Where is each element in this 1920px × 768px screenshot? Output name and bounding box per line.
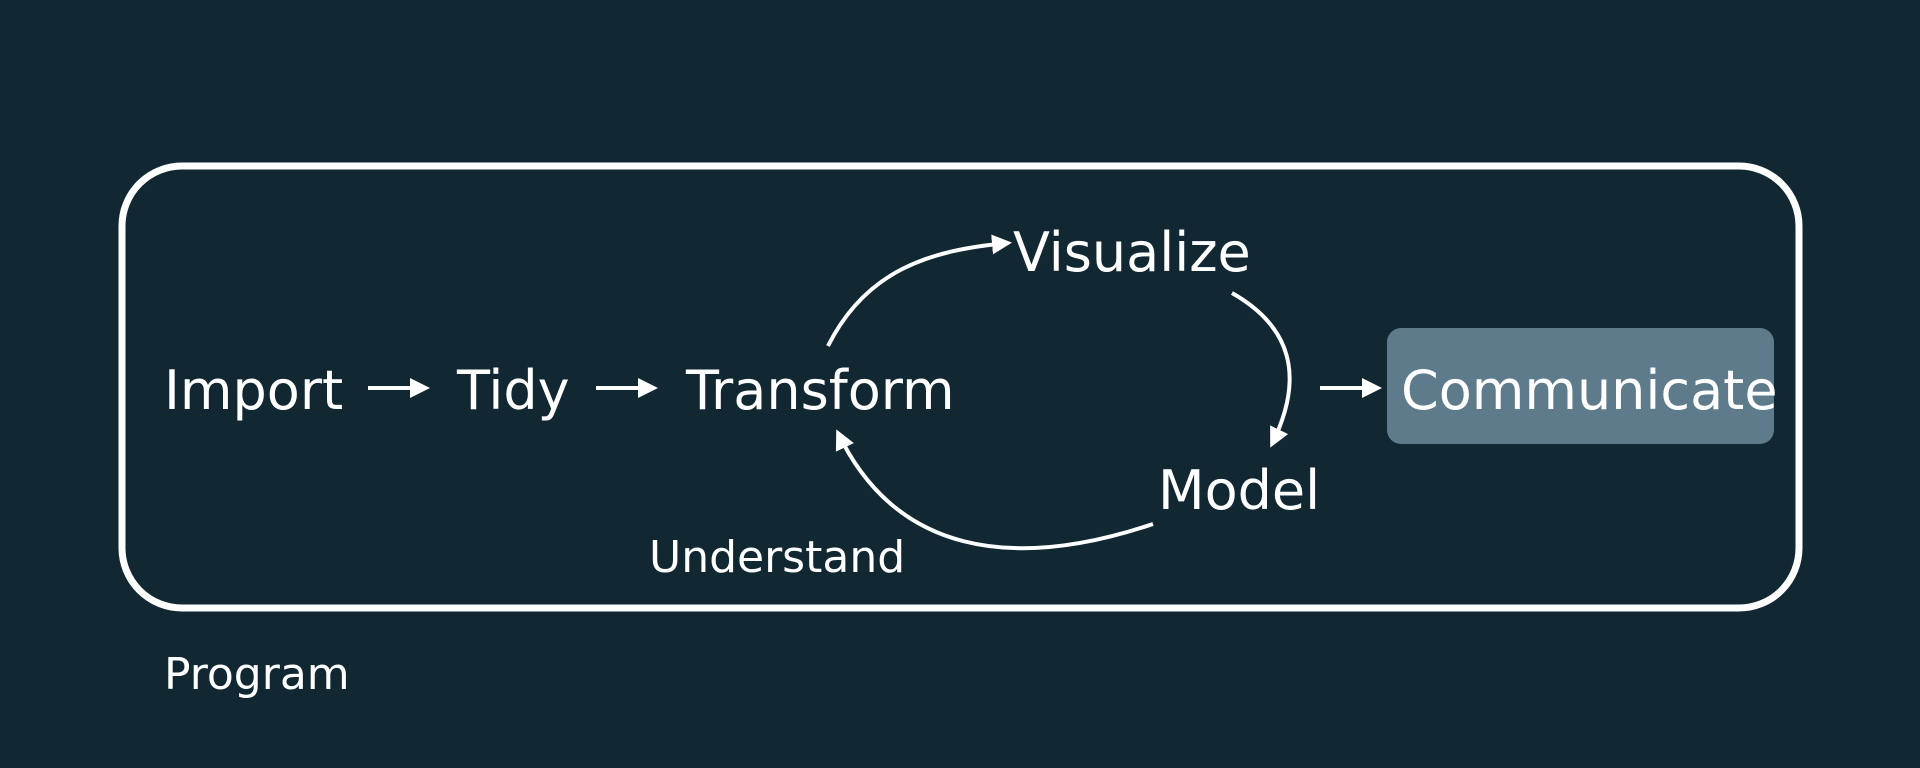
node-transform: Transform	[685, 359, 955, 422]
transform-to-visualize-arrow	[826, 234, 1012, 347]
node-import: Import	[164, 359, 343, 422]
understand-frame	[118, 162, 1803, 612]
visualize-to-model-arrow	[1231, 291, 1292, 448]
node-tidy: Tidy	[456, 359, 570, 422]
node-communicate: Communicate	[1401, 359, 1778, 422]
understand-label: Understand	[649, 532, 905, 583]
program-label: Program	[164, 649, 350, 700]
node-model: Model	[1158, 459, 1320, 522]
node-visualize: Visualize	[1013, 221, 1251, 284]
model-to-transform-arrow	[835, 429, 1154, 551]
communicate-highlight	[1387, 328, 1774, 444]
